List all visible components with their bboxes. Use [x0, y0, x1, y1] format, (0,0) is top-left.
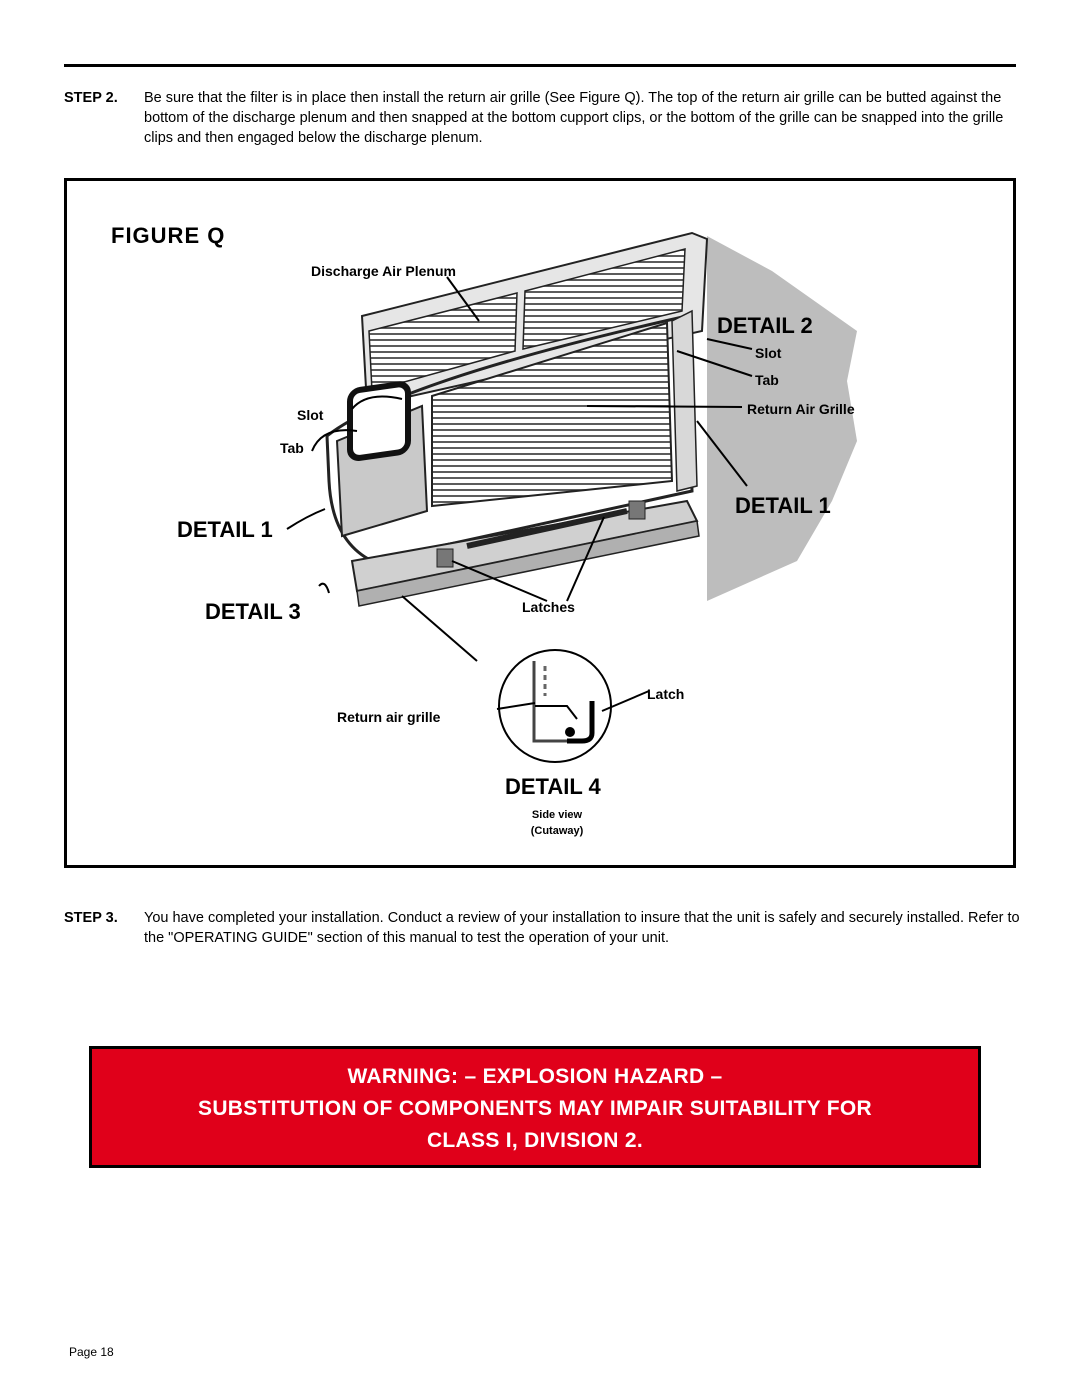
- step-2-text: Be sure that the filter is in place then…: [144, 90, 1004, 146]
- label-latches: Latches: [522, 599, 575, 615]
- label-discharge-air-plenum: Discharge Air Plenum: [311, 263, 456, 279]
- step-3-text: You have completed your installation. Co…: [144, 910, 1020, 946]
- figure-q: FIGURE Q Discharge Air Plenum DETAIL 2 S…: [64, 178, 1016, 868]
- label-latch: Latch: [647, 686, 685, 702]
- step-2: STEP 2. Be sure that the filter is in pl…: [64, 88, 1024, 150]
- label-tab-right: Tab: [755, 372, 779, 388]
- label-detail-2: DETAIL 2: [717, 313, 813, 338]
- figure-title: FIGURE Q: [111, 223, 226, 248]
- top-rule: [64, 64, 1016, 67]
- figure-q-illustration: [286, 231, 857, 763]
- label-cutaway: (Cutaway): [530, 825, 584, 837]
- step-3-label: STEP 3.: [64, 910, 118, 926]
- warning-line-1: WARNING: – EXPLOSION HAZARD –: [347, 1065, 723, 1088]
- label-detail-1-left: DETAIL 1: [177, 517, 273, 542]
- explosion-hazard-warning: WARNING: – EXPLOSION HAZARD – SUBSTITUTI…: [89, 1046, 981, 1168]
- warning-line-2: SUBSTITUTION OF COMPONENTS MAY IMPAIR SU…: [198, 1097, 872, 1120]
- label-return-air-grille: Return Air Grille: [747, 401, 855, 417]
- label-detail-1-right: DETAIL 1: [735, 493, 831, 518]
- label-slot-right: Slot: [755, 345, 782, 361]
- warning-line-3: CLASS I, DIVISION 2.: [426, 1129, 644, 1152]
- label-detail-3: DETAIL 3: [205, 599, 301, 624]
- page-number: Page 18: [69, 1345, 114, 1359]
- label-slot-left: Slot: [297, 407, 324, 423]
- label-detail-4: DETAIL 4: [505, 774, 601, 799]
- label-side-view: Side view: [531, 809, 583, 821]
- label-tab-left: Tab: [280, 440, 304, 456]
- label-return-air-grille-lower: Return air grille: [337, 709, 441, 725]
- step-2-label: STEP 2.: [64, 90, 118, 106]
- step-3: STEP 3. You have completed your installa…: [64, 908, 1024, 950]
